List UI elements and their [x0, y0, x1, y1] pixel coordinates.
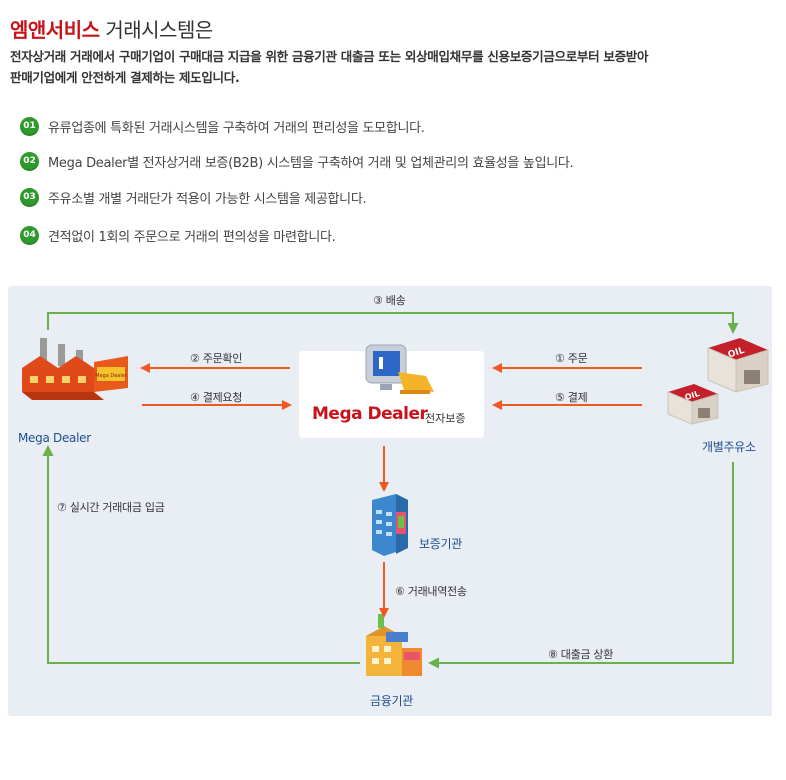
step-label-order-confirm: ② 주문확인	[190, 352, 243, 365]
feature-number-badge: 04	[20, 225, 39, 245]
arrow-delivery	[47, 312, 739, 334]
node-label-mega-dealer: Mega Dealer	[18, 431, 91, 445]
step-label-realtime-deposit: ⑦ 실시간 거래대금 입금	[57, 501, 165, 514]
step-label-delivery: ③ 배송	[373, 294, 406, 307]
step-label-transaction-transfer: ⑥ 거래내역전송	[395, 585, 467, 598]
factory-icon: Mega Dealer	[22, 338, 128, 400]
computer-icon	[365, 344, 434, 394]
intro-line-1: 전자상거래 거래에서 구매기업이 구매대금 지급을 위한 금융기관 대출금 또는…	[10, 49, 649, 64]
feature-item-3: 03 주유소별 개별 거래단가 적용이 가능한 시스템을 제공합니다.	[20, 186, 367, 208]
arrow-loan-repayment	[428, 462, 734, 669]
page-title: 엠앤서비스 거래시스템은	[10, 14, 213, 43]
step-label-payment: ⑤ 결제	[555, 391, 588, 404]
oil-sign-text: OIL	[684, 389, 701, 402]
gas-station-icon: OIL OIL	[667, 338, 769, 425]
feature-number-badge: 01	[20, 116, 39, 136]
step-label-loan-repayment: ⑧ 대출금 상환	[548, 648, 614, 661]
feature-item-2: 02 Mega Dealer별 전자상거래 보증(B2B) 시스템을 구축하여 …	[20, 150, 574, 172]
intro-paragraph: 전자상거래 거래에서 구매기업이 구매대금 지급을 위한 금융기관 대출금 또는…	[10, 46, 780, 88]
bank-building-icon	[366, 614, 422, 676]
factory-sign-text: Mega Dealer	[95, 373, 128, 379]
feature-text: 주유소별 개별 거래단가 적용이 가능한 시스템을 제공합니다.	[48, 191, 367, 207]
feature-number-badge: 03	[20, 187, 39, 207]
node-label-bank: 금융기관	[370, 694, 413, 708]
node-label-guarantee-agency: 보증기관	[419, 537, 462, 551]
step-label-payment-request: ④ 결제요청	[190, 391, 243, 404]
title-text: 거래시스템은	[105, 18, 213, 42]
feature-text: 견적없이 1회의 주문으로 거래의 편의성을 마련합니다.	[48, 229, 336, 245]
feature-text: 유류업종에 특화된 거래시스템을 구축하여 거래의 편리성을 도모합니다.	[48, 120, 425, 136]
brand-name: 엠앤서비스	[10, 18, 100, 42]
feature-number-badge: 02	[20, 151, 39, 171]
arrow-realtime-deposit	[42, 445, 360, 664]
step-label-order: ① 주문	[555, 352, 588, 365]
feature-item-4: 04 견적없이 1회의 주문으로 거래의 편의성을 마련합니다.	[20, 224, 336, 246]
node-label-gas-station: 개별주유소	[702, 440, 756, 454]
center-title: Mega Dealer	[312, 404, 428, 424]
feature-item-1: 01 유류업종에 특화된 거래시스템을 구축하여 거래의 편리성을 도모합니다.	[20, 115, 425, 137]
building-icon	[372, 494, 408, 556]
oil-sign-text: OIL	[727, 346, 746, 361]
feature-text: Mega Dealer별 전자상거래 보증(B2B) 시스템을 구축하여 거래 …	[48, 155, 574, 171]
center-subtitle: 전자보증	[425, 412, 466, 425]
intro-line-2: 판매기업에게 안전하게 결제하는 제도입니다.	[10, 70, 240, 85]
